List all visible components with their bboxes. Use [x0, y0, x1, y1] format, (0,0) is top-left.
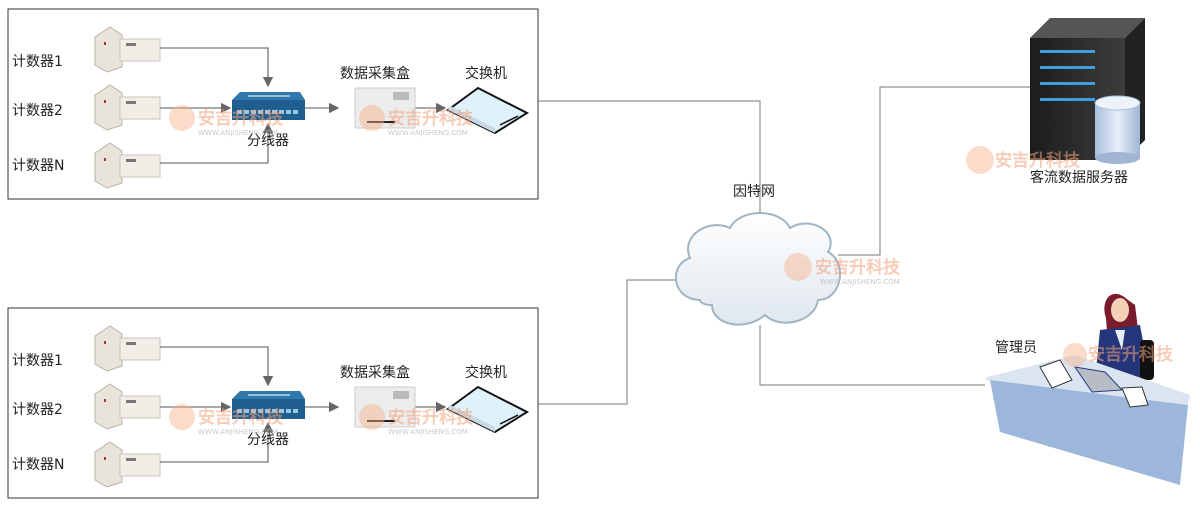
switch-icon: [446, 385, 530, 434]
internet-label: 因特网: [733, 184, 775, 200]
connection-lines: [538, 86, 1030, 405]
counter-panel-1: 计数器1 计数器2 计数器N: [7, 8, 539, 200]
svg-text:WWW.ANJISHENG.COM: WWW.ANJISHENG.COM: [388, 129, 468, 137]
counter-links: [160, 47, 447, 164]
counter-device-icon: [94, 26, 161, 73]
counter-links: [160, 346, 447, 463]
splitter-label: 分线器: [247, 432, 289, 448]
splitter-icon: [232, 391, 305, 419]
svg-text:安吉升科技: 安吉升科技: [815, 257, 901, 278]
svg-text:安吉升科技: 安吉升科技: [388, 407, 474, 428]
counter-label: 计数器N: [12, 457, 64, 473]
link-panel2-internet: [538, 279, 675, 405]
svg-text:安吉升科技: 安吉升科技: [995, 150, 1081, 171]
svg-text:安吉升科技: 安吉升科技: [1088, 344, 1174, 365]
svg-text:WWW.ANJISHENG.COM: WWW.ANJISHENG.COM: [388, 428, 468, 436]
database-icon: [1094, 95, 1141, 164]
link-panel1-internet: [538, 100, 761, 215]
counter-label: 计数器2: [12, 103, 63, 119]
internet-cloud-icon: [674, 212, 842, 326]
data-collector-icon: [354, 386, 416, 428]
server-label: 客流数据服务器: [1030, 169, 1128, 186]
svg-text:WWW.ANJISHENG.COM: WWW.ANJISHENG.COM: [198, 428, 278, 436]
counter-label: 计数器1: [12, 353, 63, 369]
splitter-icon: [232, 92, 305, 120]
data-collector-label: 数据采集盒: [340, 364, 410, 381]
counter-label: 计数器N: [12, 158, 64, 174]
counter-device-icon: [94, 325, 161, 372]
counter-device-icon: [94, 142, 161, 189]
counter-panel-2: 计数器1 计数器2 计数器N: [7, 307, 539, 499]
admin-label: 管理员: [995, 340, 1037, 356]
counter-device-icon: [94, 383, 161, 430]
switch-icon: [446, 86, 530, 135]
counter-label: 计数器1: [12, 54, 63, 70]
splitter-label: 分线器: [247, 133, 289, 149]
svg-text:WWW.ANJISHENG.COM: WWW.ANJISHENG.COM: [198, 129, 278, 137]
svg-text:安吉升科技: 安吉升科技: [198, 108, 284, 129]
switch-label: 交换机: [465, 364, 507, 381]
switch-label: 交换机: [465, 65, 507, 82]
counter-device-icon: [94, 441, 161, 488]
svg-text:安吉升科技: 安吉升科技: [198, 407, 284, 428]
svg-text:WWW.ANJISHENG.COM: WWW.ANJISHENG.COM: [820, 278, 900, 286]
counter-label: 计数器2: [12, 402, 63, 418]
data-collector-label: 数据采集盒: [340, 65, 410, 82]
svg-text:安吉升科技: 安吉升科技: [388, 108, 474, 129]
link-internet-server: [838, 86, 1030, 256]
admin-desk-icon: [985, 293, 1190, 485]
link-internet-admin: [759, 325, 985, 386]
data-collector-icon: [354, 87, 416, 129]
counter-device-icon: [94, 84, 161, 131]
